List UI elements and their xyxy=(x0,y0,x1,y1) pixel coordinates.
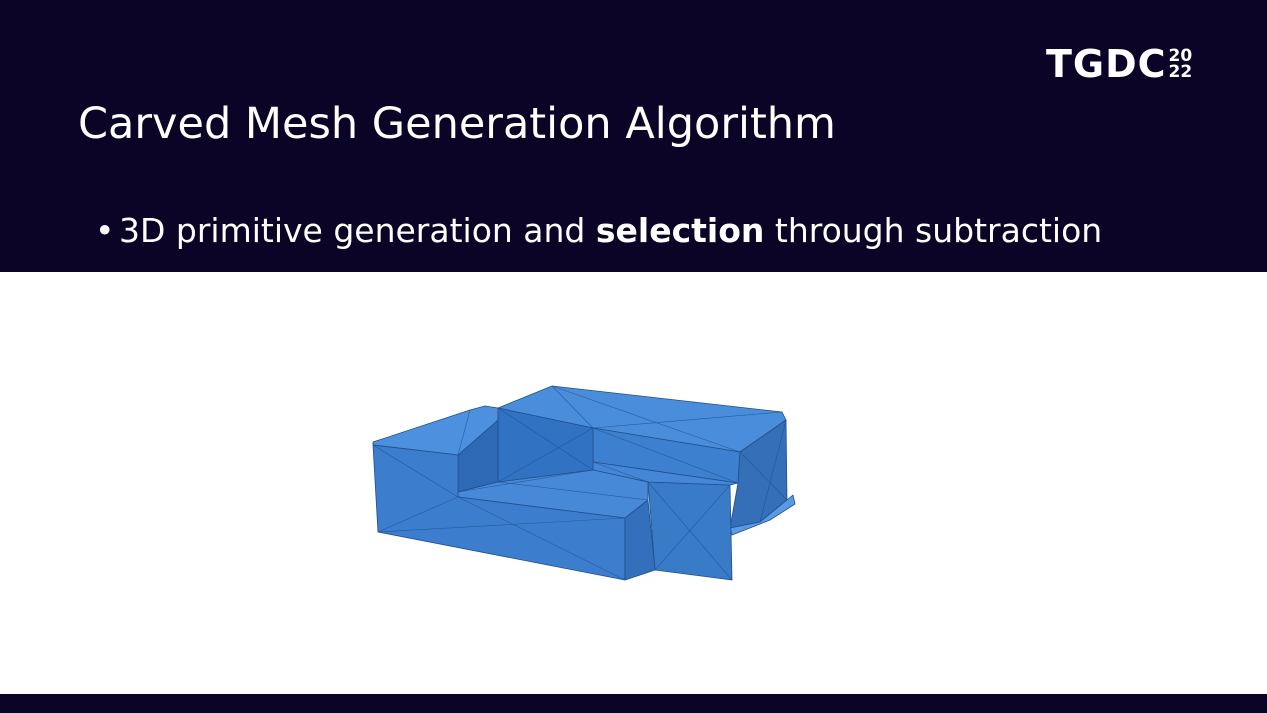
slide-footer-bar xyxy=(0,694,1267,713)
bullet-text-emphasis: selection xyxy=(595,211,765,250)
tgdc-logo: TGDC 20 22 xyxy=(1046,44,1192,84)
slide-title: Carved Mesh Generation Algorithm xyxy=(78,99,836,149)
bullet-text-suffix: through subtraction xyxy=(764,211,1103,250)
logo-year: 20 22 xyxy=(1168,46,1193,82)
logo-year-bottom: 22 xyxy=(1168,62,1193,82)
slide-header: TGDC 20 22 Carved Mesh Generation Algori… xyxy=(0,0,1267,272)
carved-mesh-figure xyxy=(372,385,796,581)
bullet-point: •3D primitive generation and selection t… xyxy=(95,207,1102,255)
logo-text: TGDC xyxy=(1046,42,1167,86)
bullet-text-prefix: 3D primitive generation and xyxy=(119,211,596,250)
bullet-marker: • xyxy=(95,211,115,250)
logo-year-top: 20 xyxy=(1168,46,1193,66)
